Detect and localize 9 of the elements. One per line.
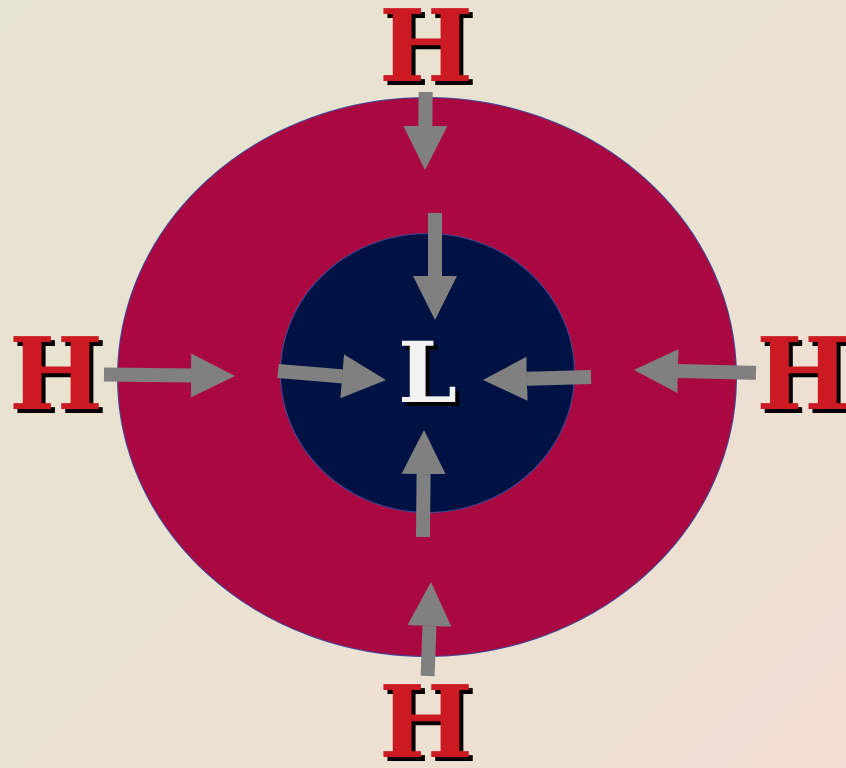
arrow xyxy=(402,430,446,538)
high-pressure-letter: H xyxy=(378,672,474,768)
arrow xyxy=(483,356,592,401)
high-pressure-letter: H xyxy=(8,324,104,424)
arrow xyxy=(277,354,386,398)
arrow xyxy=(413,213,457,320)
arrow xyxy=(403,92,448,170)
high-pressure-letter: H xyxy=(378,0,474,96)
low-pressure-letter: L xyxy=(398,331,458,415)
